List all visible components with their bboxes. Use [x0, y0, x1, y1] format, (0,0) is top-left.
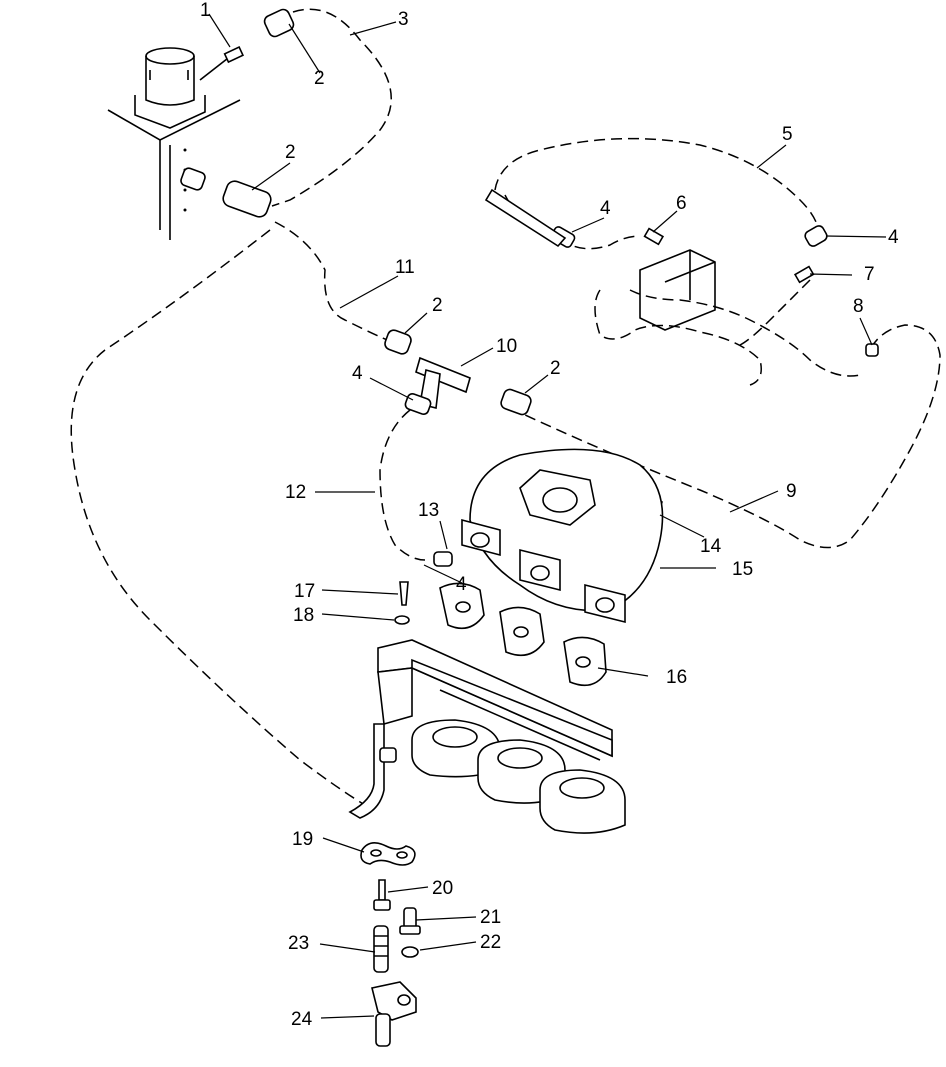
callout-4: 4: [888, 227, 899, 248]
callout-14: 14: [700, 536, 722, 557]
callout-16: 16: [666, 667, 687, 688]
callout-6: 6: [676, 193, 687, 214]
callout-13: 13: [418, 500, 439, 521]
callout-22: 22: [480, 932, 501, 953]
callout-3: 3: [398, 9, 409, 30]
callout-7: 7: [864, 264, 875, 285]
callout-4: 4: [600, 198, 611, 219]
callouts: 1 2 3 2 5 4 6 4 7 11 2 8 10 4 2 12 9 13 …: [200, 0, 899, 1030]
callout-2: 2: [432, 295, 443, 316]
callout-4: 4: [352, 363, 363, 384]
callout-8: 8: [853, 296, 864, 317]
callout-9: 9: [786, 481, 797, 502]
oil-tank: [107, 47, 241, 240]
callout-18: 18: [293, 605, 314, 626]
callout-4: 4: [456, 574, 467, 595]
callout-12: 12: [285, 482, 306, 503]
callout-23: 23: [288, 933, 309, 954]
callout-5: 5: [782, 124, 793, 145]
callout-2: 2: [550, 358, 561, 379]
callout-1: 1: [200, 0, 211, 21]
callout-17: 17: [294, 581, 315, 602]
callout-11: 11: [395, 257, 415, 278]
cylinder-heads: [348, 639, 626, 834]
callout-15: 15: [732, 559, 753, 580]
leader-lines: [208, 13, 887, 1019]
callout-24: 24: [291, 1009, 313, 1030]
callout-10: 10: [496, 336, 517, 357]
callout-21: 21: [480, 907, 501, 928]
callout-2: 2: [285, 142, 296, 163]
gaskets: [439, 582, 607, 687]
lower-parts: [360, 842, 421, 1047]
callout-20: 20: [432, 878, 453, 899]
hose-routes: [70, 8, 941, 806]
callout-2: 2: [314, 68, 325, 89]
callout-19: 19: [292, 829, 313, 850]
exhaust-manifold: [461, 448, 664, 624]
